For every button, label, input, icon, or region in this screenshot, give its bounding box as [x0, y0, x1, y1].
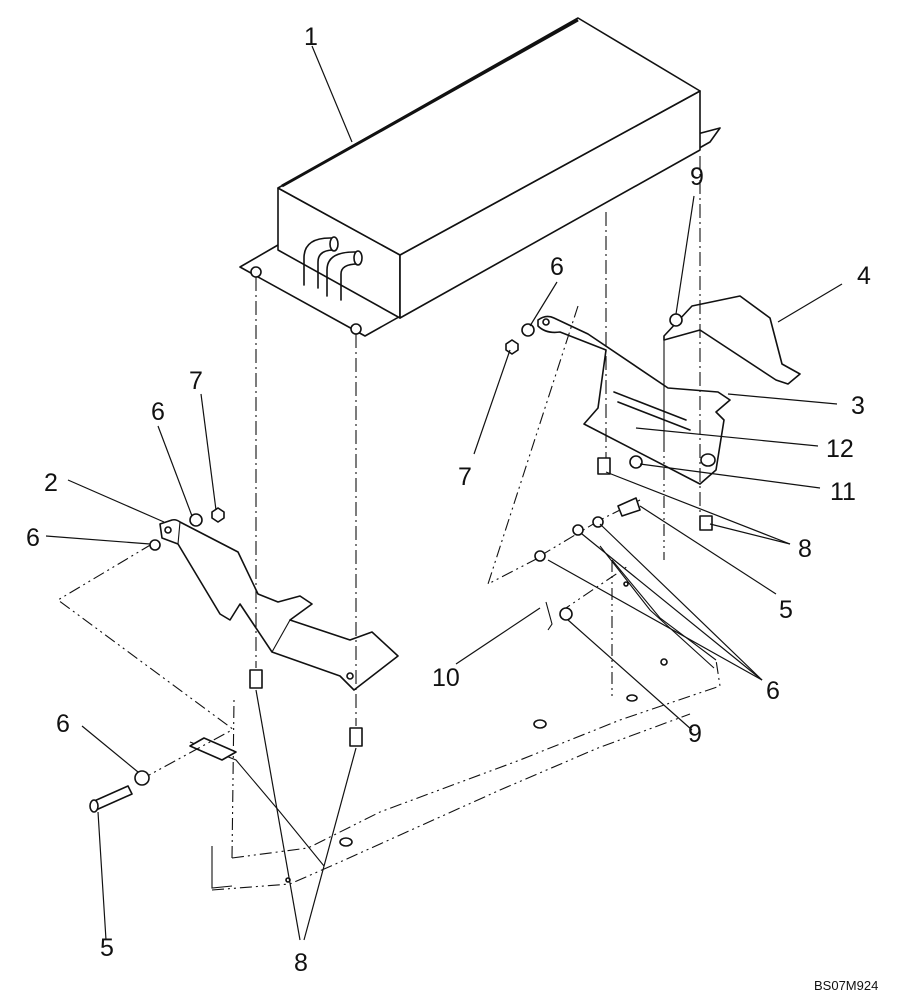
- drawing-reference-code: BS07M924: [814, 978, 878, 993]
- part-1-heater-box: [239, 17, 721, 337]
- callout-10: 10: [432, 664, 460, 692]
- callout-7-right: 7: [458, 463, 472, 491]
- callout-4: 4: [857, 262, 871, 290]
- callout-5-left: 5: [100, 934, 114, 962]
- leader-lines: [45, 45, 843, 941]
- part-3-right-bracket: [537, 315, 731, 485]
- projection-lines: [57, 156, 701, 781]
- callout-8-bottom: 8: [294, 949, 308, 977]
- callout-labels: 1 2 3 4 5 5 6 6 6 6 6 6 7 7 8 8 9 9 10 1…: [26, 23, 871, 977]
- callout-5-right: 5: [779, 596, 793, 624]
- callout-3: 3: [851, 392, 865, 420]
- hardware: [89, 313, 713, 813]
- callout-6-left-bottom: 6: [56, 710, 70, 738]
- callout-7-left: 7: [189, 367, 203, 395]
- frame-phantom-outline: [189, 440, 721, 891]
- callout-2: 2: [44, 469, 58, 497]
- callout-6-left: 6: [26, 524, 40, 552]
- part-2-left-bracket: [159, 518, 399, 691]
- callout-6-right-top: 6: [550, 253, 564, 281]
- callout-11: 11: [830, 478, 856, 506]
- callout-9-bottom: 9: [688, 720, 702, 748]
- callout-6-right-bottom: 6: [766, 677, 780, 705]
- callout-1: 1: [304, 23, 318, 51]
- callout-9-top: 9: [690, 163, 704, 191]
- callout-12: 12: [826, 435, 854, 463]
- callout-6-left-top: 6: [151, 398, 165, 426]
- part-4-plate: [663, 295, 801, 440]
- callout-8-right: 8: [798, 535, 812, 563]
